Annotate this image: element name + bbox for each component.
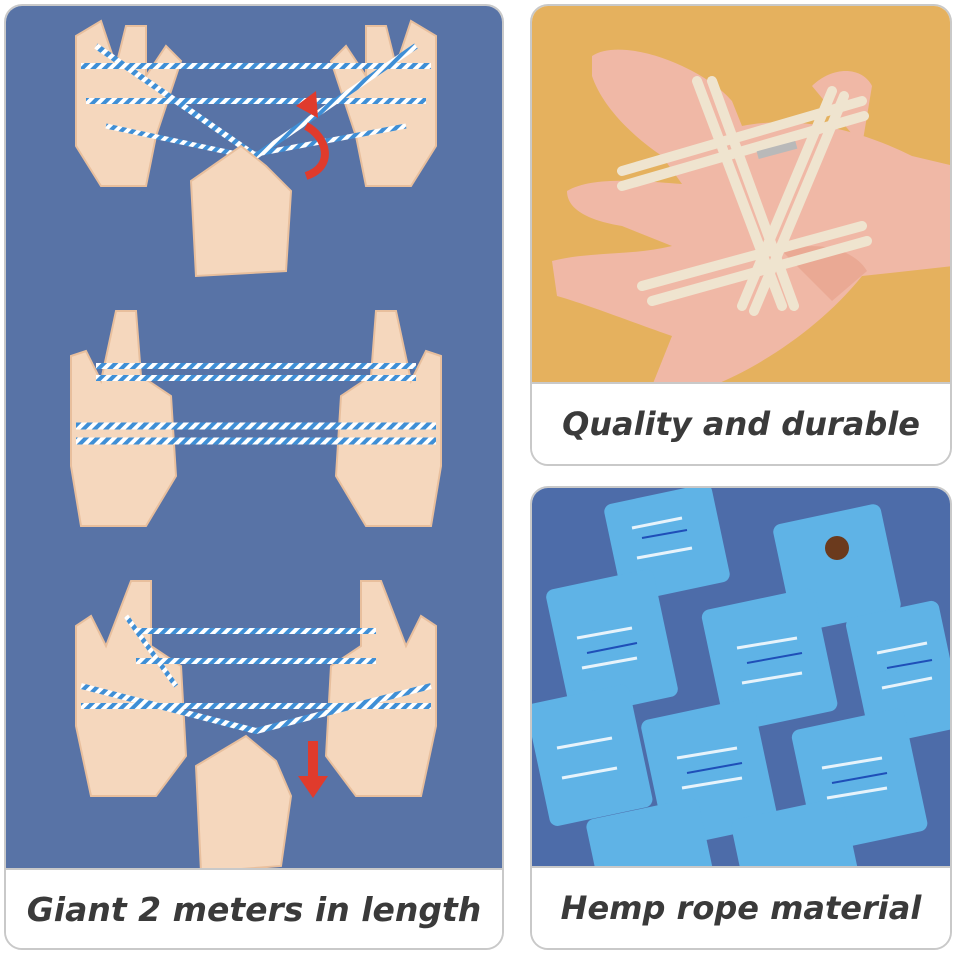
instruction-card (532, 488, 950, 870)
quality-caption: Quality and durable (532, 382, 950, 464)
step-2-hands (70, 310, 442, 527)
length-caption: Giant 2 meters in length (6, 868, 502, 948)
instruction-cards (532, 488, 950, 870)
instruction-panel: Giant 2 meters in length (4, 4, 504, 950)
step-1-hands (75, 19, 437, 278)
instruction-illustration (6, 6, 502, 872)
material-caption: Hemp rope material (532, 866, 950, 948)
rope-photo-panel: Quality and durable (530, 4, 952, 466)
rope-photo (532, 6, 950, 386)
red-arrow-icon (303, 122, 329, 180)
step-3-hands (75, 580, 437, 872)
cards-panel: Hemp rope material (530, 486, 952, 950)
